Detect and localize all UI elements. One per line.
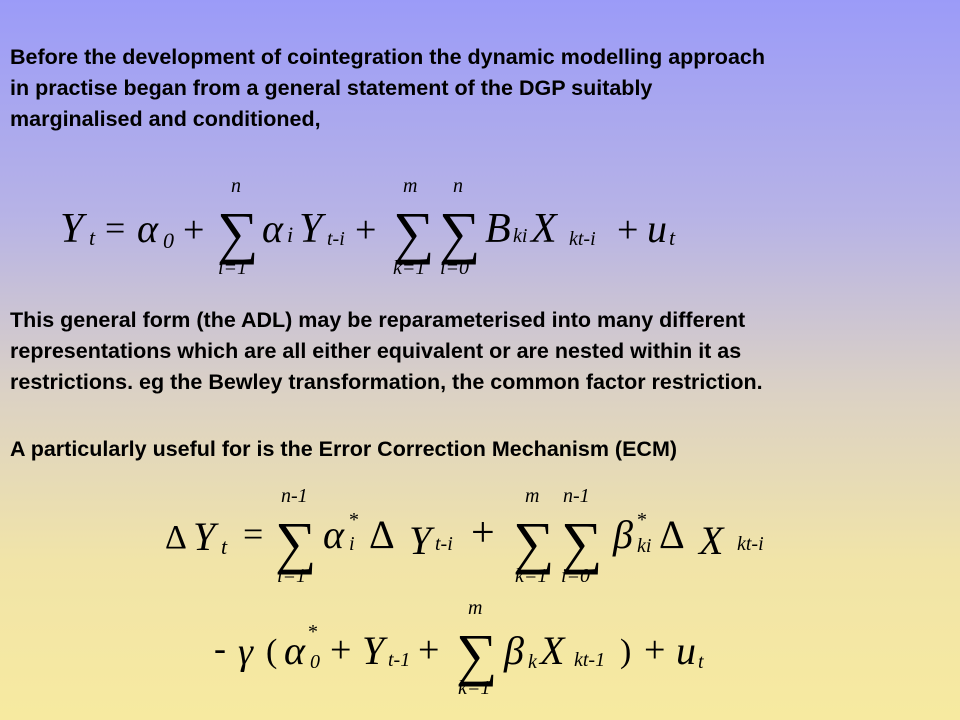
eq-symbol: kt-1 <box>574 649 605 671</box>
eq-symbol: kt-i <box>569 228 596 250</box>
intro-paragraph: Before the development of cointegration … <box>10 45 765 131</box>
eq-symbol: B <box>485 206 511 252</box>
eq-symbol: + <box>418 629 439 671</box>
summation-symbol: ∑ <box>439 200 480 265</box>
eq-symbol: i <box>287 222 293 247</box>
eq-symbol: Y <box>60 206 88 252</box>
eq-symbol: ) <box>620 633 631 670</box>
eq-symbol: Δ <box>369 512 395 557</box>
eq-symbol: i <box>349 533 355 555</box>
eq-symbol: t <box>89 225 96 250</box>
eq-symbol: ( <box>266 633 277 670</box>
eq-symbol: X <box>538 628 566 673</box>
eq-symbol: * <box>308 621 318 643</box>
eq-symbol: α <box>137 206 159 251</box>
eq-symbol: k=1 <box>515 565 547 587</box>
eq-symbol: 0 <box>310 651 320 673</box>
eq-symbol: i=1 <box>277 565 306 587</box>
summation-symbol: ∑ <box>217 200 258 265</box>
eq-symbol: = <box>105 208 125 248</box>
eq-symbol: t <box>698 651 704 673</box>
summation-symbol: ∑ <box>561 510 602 575</box>
eq-symbol: Y <box>362 628 388 673</box>
eq-symbol: i=0 <box>440 257 469 279</box>
eq-symbol: + <box>617 209 638 251</box>
eq-symbol: ki <box>637 535 651 557</box>
adl-equation: Y t = α 0 + n ∑ i=1 α i Y t-i + m ∑ k=1 … <box>60 175 676 279</box>
eq-symbol: u <box>647 206 667 251</box>
eq-symbol: kt-i <box>737 533 764 555</box>
eq-symbol: + <box>183 209 204 251</box>
eq-symbol: m <box>403 175 417 197</box>
eq-symbol: i=0 <box>561 565 590 587</box>
eq-symbol: * <box>349 509 359 531</box>
eq-symbol: n-1 <box>281 485 308 507</box>
eq-symbol: - <box>214 628 226 668</box>
eq-symbol: Δ <box>165 519 187 556</box>
eq-symbol: = <box>243 514 263 554</box>
eq-symbol: n <box>453 175 463 197</box>
eq-symbol: + <box>355 209 376 251</box>
eq-symbol: Y <box>299 206 327 252</box>
eq-symbol: t-i <box>327 228 345 250</box>
eq-symbol: β <box>612 512 633 557</box>
eq-symbol: Y <box>193 514 219 559</box>
eq-symbol: * <box>637 509 647 531</box>
summation-symbol: ∑ <box>393 200 434 265</box>
eq-symbol: Y <box>409 518 435 563</box>
ecm-paragraph: A particularly useful for is the Error C… <box>10 437 678 461</box>
eq-symbol: k=1 <box>458 677 490 699</box>
adl-paragraph: This general form (the ADL) may be repar… <box>10 308 763 394</box>
eq-symbol: + <box>471 510 495 556</box>
eq-symbol: ki <box>513 225 527 247</box>
eq-symbol: 0 <box>163 228 174 253</box>
eq-symbol: u <box>676 628 696 673</box>
eq-symbol: t-1 <box>388 649 410 671</box>
eq-symbol: k=1 <box>393 257 425 279</box>
eq-symbol: Δ <box>659 512 685 557</box>
eq-symbol: α <box>323 512 345 557</box>
eq-symbol: + <box>330 629 351 671</box>
summation-symbol: ∑ <box>513 510 554 575</box>
eq-symbol: t-i <box>435 533 453 555</box>
eq-symbol: X <box>697 518 725 563</box>
summation-symbol: ∑ <box>456 622 497 687</box>
summation-symbol: ∑ <box>275 510 316 575</box>
eq-symbol: β <box>503 628 524 673</box>
eq-symbol: n-1 <box>563 485 590 507</box>
eq-symbol: i=1 <box>218 257 247 279</box>
eq-symbol: k <box>528 651 538 673</box>
ecm-equation-line2: - γ ( α * 0 + Y t-1 + m ∑ k=1 β k X kt-1… <box>214 597 704 699</box>
eq-symbol: t <box>221 534 228 559</box>
eq-symbol: n <box>231 175 241 197</box>
eq-symbol: α <box>262 206 284 251</box>
eq-symbol: m <box>468 597 482 619</box>
eq-symbol: γ <box>238 631 254 673</box>
eq-symbol: α <box>284 628 306 673</box>
ecm-equation-line1: Δ Y t = n-1 ∑ i=1 α * i Δ Y t-i + m ∑ k=… <box>165 485 764 587</box>
eq-symbol: + <box>644 629 665 671</box>
eq-symbol: X <box>529 206 559 252</box>
eq-symbol: t <box>669 225 676 250</box>
eq-symbol: m <box>525 485 539 507</box>
